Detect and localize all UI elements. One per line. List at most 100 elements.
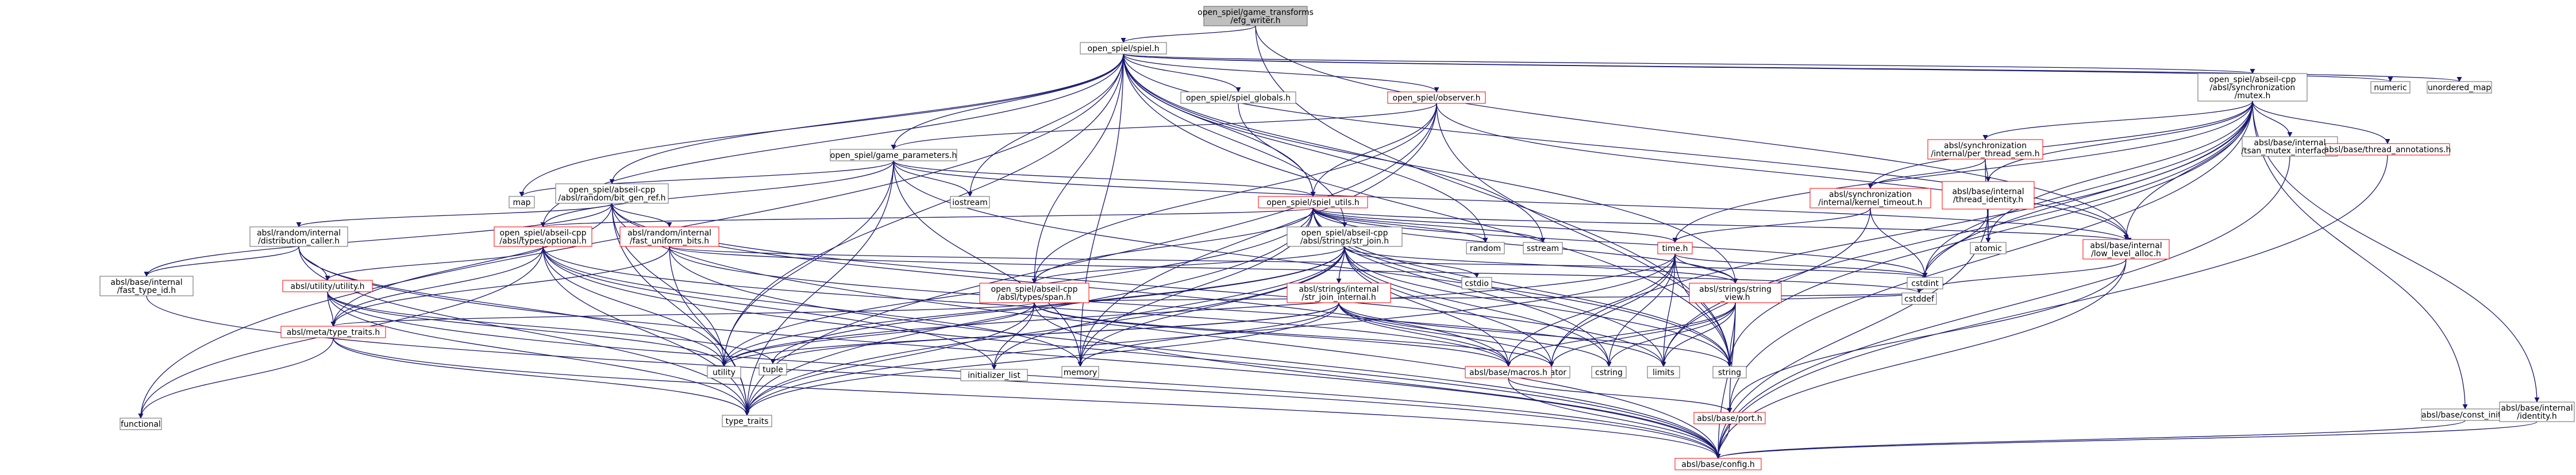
node-fast_uniform_bits[interactable]: absl/random/internal/fast_uniform_bits.h [619, 226, 719, 247]
node-unordered_map[interactable]: unordered_map [2427, 81, 2492, 94]
node-fast_type_id[interactable]: absl/base/internal/fast_type_id.h [99, 276, 194, 296]
node-cstdint[interactable]: cstdint [1907, 277, 1943, 289]
node-time[interactable]: time.h [1657, 242, 1693, 254]
edge-thread_annotations-to-config [1715, 155, 2388, 459]
node-box [1927, 139, 2043, 160]
edge-random_internal_dc-to-fast_type_id [144, 246, 299, 277]
node-box [1647, 366, 1680, 379]
node-initializer_list[interactable]: initializer_list [960, 369, 1028, 381]
node-functional[interactable]: functional [120, 418, 162, 430]
node-kernel_timeout[interactable]: absl/synchronization/internal/kernel_tim… [1809, 188, 1931, 208]
edge-bit_gen_ref-to-config [611, 203, 1721, 459]
node-game_parameters[interactable]: open_spiel/game_parameters.h [830, 149, 957, 161]
node-label: absl/random/internal [257, 229, 341, 238]
node-spiel_globals[interactable]: open_spiel/spiel_globals.h [1180, 91, 1296, 104]
node-absl_utility[interactable]: absl/utility/utility.h [282, 280, 373, 292]
node-type_traits[interactable]: type_traits [722, 415, 772, 427]
edge-meta_type_traits-to-config [333, 337, 1721, 459]
node-label: atomic [1974, 244, 2002, 253]
node-box [960, 369, 1028, 381]
node-iostream[interactable]: iostream [950, 196, 990, 208]
node-random[interactable]: random [1466, 242, 1505, 254]
edge-tsan_mutex-to-config [1715, 156, 2290, 459]
node-str_join_internal[interactable]: absl/strings/internal/str_join_internal.… [1287, 283, 1391, 303]
node-thread_identity[interactable]: absl/base/internal/thread_identity.h [1942, 181, 2035, 210]
node-label: cstring [1595, 368, 1623, 377]
edge-bit_gen_ref-to-fast_type_id [144, 203, 613, 277]
edge-spiel-to-spiel_globals [1123, 53, 1241, 92]
node-thread_annotations[interactable]: absl/base/thread_annotations.h [2324, 143, 2451, 156]
node-label: iostream [952, 198, 988, 207]
node-port[interactable]: absl/base/port.h [1693, 412, 1766, 424]
edge-str_join_internal-to-macros [1338, 302, 1511, 367]
edge-observer-to-vector [1436, 103, 2132, 243]
node-box [1970, 242, 2007, 254]
node-tuple[interactable]: tuple [758, 363, 787, 376]
node-box [2325, 143, 2450, 156]
edge-time-to-macros [1505, 253, 1676, 367]
node-macros[interactable]: absl/base/macros.h [1465, 366, 1552, 379]
node-label: /internal/kernel_timeout.h [1818, 198, 1922, 207]
node-box [722, 415, 772, 427]
node-per_thread_sem[interactable]: absl/synchronization/internal/per_thread… [1927, 139, 2043, 160]
node-sstream[interactable]: sstream [1523, 242, 1563, 254]
node-utility[interactable]: utility [707, 366, 741, 379]
node-limits[interactable]: limits [1647, 366, 1680, 379]
node-mutex[interactable]: open_spiel/abseil-cpp/absl/synchronizati… [2197, 73, 2308, 102]
node-meta_type_traits[interactable]: absl/meta/type_traits.h [280, 326, 386, 338]
node-config[interactable]: absl/base/config.h [1674, 458, 1762, 470]
node-label: open_spiel/spiel_utils.h [1266, 198, 1360, 207]
node-box [99, 276, 194, 296]
node-string_view[interactable]: absl/strings/string_view.h [1689, 283, 1782, 303]
node-box [1674, 458, 1762, 470]
node-cstddef[interactable]: cstddef [1901, 292, 1937, 305]
node-label: absl/base/config.h [1681, 460, 1755, 469]
node-span[interactable]: open_spiel/abseil-cpp/absl/types/span.h [979, 283, 1089, 303]
node-optional[interactable]: open_spiel/abseil-cpp/absl/types/optiona… [494, 226, 592, 247]
edge-spiel_utils-to-span [1031, 207, 1314, 284]
node-label: string [1718, 368, 1741, 377]
edge-str_join-to-initializer_list [991, 246, 1345, 370]
node-box [2242, 136, 2338, 157]
node-label: absl/strings/string [1699, 285, 1772, 294]
node-map[interactable]: map [509, 196, 535, 208]
node-memory[interactable]: memory [1061, 366, 1099, 379]
node-numeric[interactable]: numeric [2370, 81, 2411, 94]
edge-observer-to-string [1436, 103, 1732, 367]
edge-spiel-to-memory [1077, 53, 1124, 367]
node-tsan_mutex[interactable]: absl/base/internal/tsan_mutex_interface.… [2241, 136, 2339, 157]
node-cstdio[interactable]: cstdio [1461, 277, 1492, 289]
edge-random_internal_dc-to-type_traits [298, 246, 750, 416]
node-const_init[interactable]: absl/base/const_init.h [2421, 408, 2509, 421]
node-str_join[interactable]: open_spiel/abseil-cpp/absl/strings/str_j… [1287, 226, 1403, 247]
edge-str_join_internal-to-cstring [1338, 302, 1612, 367]
node-box [1689, 283, 1782, 303]
node-box [830, 149, 957, 161]
node-bit_gen_ref[interactable]: open_spiel/abseil-cpp/absl/random/bit_ge… [555, 183, 669, 204]
node-atomic[interactable]: atomic [1970, 242, 2007, 254]
edge-fast_uniform_bits-to-config [669, 246, 1721, 459]
node-label: /absl/strings/str_join.h [1300, 237, 1389, 246]
edge-game_parameters-to-spiel_utils [893, 160, 1316, 197]
node-box [1466, 242, 1505, 254]
edge-random_internal_dc-to-utility [298, 246, 727, 367]
node-box [1657, 242, 1693, 254]
node-cstring[interactable]: cstring [1591, 366, 1627, 379]
node-box [619, 226, 719, 247]
edge-mutex-to-const_init [2252, 101, 2468, 410]
node-spiel[interactable]: open_spiel/spiel.h [1080, 42, 1167, 55]
node-box [1809, 188, 1931, 208]
node-observer[interactable]: open_spiel/observer.h [1387, 91, 1486, 104]
node-random_internal_dc[interactable]: absl/random/internal/distribution_caller… [249, 226, 348, 247]
node-spiel_utils[interactable]: open_spiel/spiel_utils.h [1258, 196, 1368, 208]
edge-time-to-string [1674, 253, 1732, 367]
node-low_level_alloc[interactable]: absl/base/internal/low_level_alloc.h [2082, 239, 2170, 260]
node-string[interactable]: string [1712, 366, 1747, 379]
node-base_identity[interactable]: absl/base/internal/identity.h [2499, 401, 2575, 422]
edge-fast_uniform_bits-to-cstddef [669, 246, 1922, 294]
edge-str_join-to-iterator [1344, 246, 1554, 367]
node-label: /efg_writer.h [1230, 16, 1280, 25]
edge-bit_gen_ref-to-meta_type_traits [330, 203, 613, 327]
node-label: utility [713, 368, 736, 377]
node-root[interactable]: open_spiel/game_transforms/efg_writer.h [1197, 6, 1314, 26]
